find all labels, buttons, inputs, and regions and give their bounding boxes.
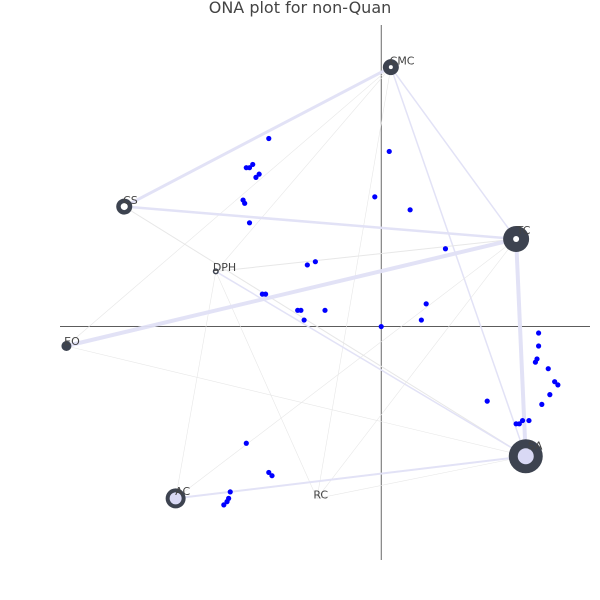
data-point [552,379,558,385]
edge-cmc-eo [66,66,392,347]
data-point [301,317,307,323]
data-points [221,135,561,508]
network-nodes [61,59,543,509]
data-point [243,440,249,446]
node-dph-center [214,269,218,273]
data-point [378,323,384,330]
edge-cs-sa [123,206,527,457]
node-label-rc: RC [313,488,328,501]
chart-title: ONA plot for non-Quan [209,0,392,17]
edge-dph-tc [215,238,517,272]
node-label-cs: CS [123,194,138,207]
data-point [250,161,256,168]
data-point [256,171,262,177]
data-point [519,417,526,424]
edge-tc-rc [316,238,517,499]
data-point [243,165,249,171]
edge-cs-tc [122,205,518,241]
data-point [221,502,227,508]
edge-cmc-sa [390,66,527,457]
node-eo [61,341,72,351]
data-point [423,301,429,307]
data-point [262,291,269,297]
data-point [266,469,272,476]
data-point [224,499,230,505]
data-point [539,401,545,407]
data-point [484,398,490,404]
edge-cmc-dph [215,66,392,272]
node-label-dph: DPH [213,261,236,274]
edge-eo-tc [64,237,519,348]
node-label-sa: SA [528,440,543,453]
node-ac-center [169,492,182,505]
edge-cmc-cs [122,65,393,209]
node-labels: CMC CS TC DPH EO SA AC RC [64,55,543,502]
data-point [227,489,233,495]
edge-cmc-tc [390,66,517,240]
edge-tc-ac [175,238,517,499]
data-point [547,392,553,398]
data-point [246,220,253,226]
data-point [298,307,304,313]
node-sa-center [517,448,534,465]
network-edges [64,65,528,500]
edge-dph-rc [215,271,318,499]
data-point [304,262,310,268]
data-point [442,246,449,252]
data-point [555,382,561,388]
edge-sa-ac [174,455,527,500]
data-point [516,421,522,427]
edge-cmc-rc [316,66,392,499]
edge-dph-ac [175,271,217,499]
data-point [253,174,259,180]
data-point [532,359,538,365]
node-tc-center [513,236,520,242]
data-point [322,307,328,313]
data-point [536,330,542,336]
data-point [386,148,392,155]
node-label-cmc: CMC [390,55,415,68]
data-point [407,207,413,213]
node-label-tc: TC [516,224,531,237]
data-point [526,417,532,424]
node-cs-center [120,203,128,211]
edge-eo-sa [66,345,527,457]
node-label-ac: AC [175,485,190,498]
data-point [372,194,378,200]
edge-sa-rc [316,455,527,499]
node-cmc-center [388,65,393,70]
data-point [312,259,318,265]
data-point [418,317,424,323]
data-point [269,473,275,479]
data-point [266,135,272,142]
data-point [545,366,551,372]
edge-dph-sa [215,270,527,457]
node-label-eo: EO [64,335,80,348]
data-point [242,200,248,206]
data-point [536,343,542,349]
